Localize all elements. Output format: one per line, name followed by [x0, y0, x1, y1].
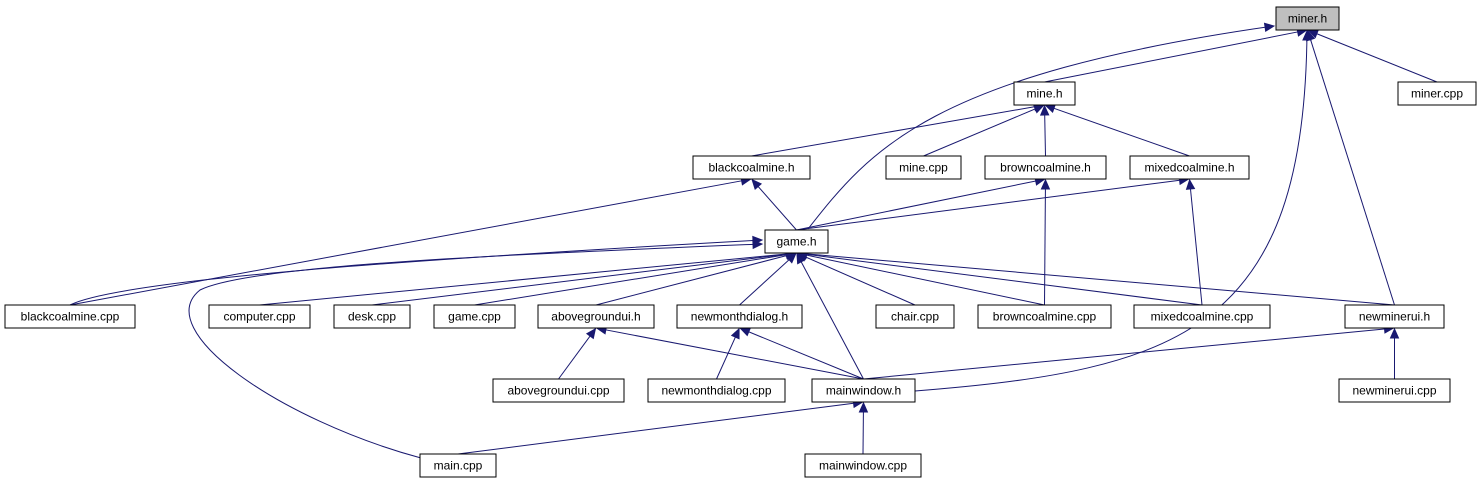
edge-arrowhead	[1263, 22, 1276, 33]
node-blackcoalmine-cpp[interactable]: blackcoalmine.cpp	[4, 304, 136, 329]
edge-mine_h-to-miner_h	[1044, 29, 1307, 83]
edge-blackcoalmine_cpp-to-game_h	[69, 239, 763, 306]
svg-text:browncoalmine.cpp: browncoalmine.cpp	[993, 310, 1097, 324]
node-abovegroundui-h[interactable]: abovegroundui.h	[537, 304, 655, 329]
edge-game_h-to-miner_h	[807, 25, 1275, 230]
edge-main_cpp-to-game_h	[188, 243, 763, 459]
edge-arrowhead	[858, 401, 869, 413]
svg-text:game.h: game.h	[776, 235, 816, 249]
edge-abovegroundui_h-to-game_h	[595, 252, 796, 306]
nodes-layer: miner.h mine.h miner.cpp blackcoalmine.h…	[4, 6, 1477, 478]
node-newminerui-h[interactable]: newminerui.h	[1344, 304, 1445, 329]
svg-text:abovegroundui.h: abovegroundui.h	[551, 310, 640, 324]
node-browncoalmine-cpp[interactable]: browncoalmine.cpp	[977, 304, 1112, 329]
node-newmonthdialog-h[interactable]: newmonthdialog.h	[676, 304, 803, 329]
svg-text:abovegroundui.cpp: abovegroundui.cpp	[507, 384, 609, 398]
node-mixedcoalmine-h[interactable]: mixedcoalmine.h	[1129, 155, 1250, 180]
edge-blackcoalmine_h-to-mine_h	[751, 104, 1044, 157]
node-game-h[interactable]: game.h	[764, 229, 829, 254]
edge-arrowhead	[1039, 104, 1050, 116]
node-abovegroundui-cpp[interactable]: abovegroundui.cpp	[492, 378, 625, 403]
svg-text:computer.cpp: computer.cpp	[223, 310, 295, 324]
svg-text:newmonthdialog.h: newmonthdialog.h	[691, 310, 788, 324]
node-mine-cpp[interactable]: mine.cpp	[885, 155, 962, 180]
svg-text:mine.h: mine.h	[1026, 87, 1062, 101]
svg-text:blackcoalmine.cpp: blackcoalmine.cpp	[21, 310, 120, 324]
edge-mine_cpp-to-mine_h	[923, 104, 1044, 157]
node-mainwindow-h[interactable]: mainwindow.h	[811, 378, 916, 403]
svg-text:browncoalmine.h: browncoalmine.h	[1000, 161, 1091, 175]
edge-abovegroundui_cpp-to-abovegroundui_h	[558, 328, 596, 380]
edge-game_h-to-mixedcoalmine_h	[796, 178, 1189, 231]
svg-text:miner.h: miner.h	[1288, 12, 1327, 26]
edge-arrowhead	[739, 327, 752, 337]
edge-browncoalmine_cpp-to-game_h	[797, 252, 1045, 306]
edge-arrowhead	[1185, 178, 1196, 190]
edge-mixedcoalmine_cpp-to-game_h	[797, 252, 1203, 306]
node-mixedcoalmine-cpp[interactable]: mixedcoalmine.cpp	[1133, 304, 1271, 329]
edge-arrowhead	[796, 252, 806, 265]
edge-miner_cpp-to-miner_h	[1308, 29, 1438, 83]
edge-desk_cpp-to-game_h	[371, 252, 796, 306]
edge-newminerui_h-to-game_h	[797, 252, 1395, 306]
node-newmonthdialog-cpp[interactable]: newmonthdialog.cpp	[647, 378, 786, 403]
edge-blackcoalmine_cpp-to-blackcoalmine_h	[69, 178, 751, 306]
svg-text:desk.cpp: desk.cpp	[348, 310, 396, 324]
svg-text:game.cpp: game.cpp	[448, 310, 501, 324]
edge-chair_cpp-to-game_h	[797, 252, 916, 306]
edge-game_cpp-to-game_h	[474, 252, 796, 306]
edge-mainwindow_h-to-newmonthdialog_h	[740, 327, 864, 380]
edge-mainwindow_h-to-game_h	[796, 253, 864, 380]
svg-text:mainwindow.h: mainwindow.h	[826, 384, 901, 398]
edge-newmonthdialog_h-to-game_h	[739, 253, 797, 306]
svg-text:miner.cpp: miner.cpp	[1411, 87, 1463, 101]
node-main-cpp[interactable]: main.cpp	[419, 453, 497, 478]
svg-text:mixedcoalmine.h: mixedcoalmine.h	[1144, 161, 1234, 175]
edge-mainwindow_h-to-miner_h	[914, 30, 1308, 392]
edge-mixedcoalmine_h-to-mine_h	[1045, 104, 1190, 157]
edge-mixedcoalmine_cpp-to-mixedcoalmine_h	[1189, 179, 1203, 306]
edge-arrowhead	[585, 327, 597, 340]
node-newminerui-cpp[interactable]: newminerui.cpp	[1338, 378, 1451, 403]
edge-arrowhead	[1302, 29, 1312, 41]
svg-text:main.cpp: main.cpp	[434, 459, 483, 473]
edge-main_cpp-to-mainwindow_h	[457, 401, 863, 455]
svg-text:mainwindow.cpp: mainwindow.cpp	[819, 459, 907, 473]
node-miner-h: miner.h	[1275, 6, 1340, 31]
node-mine-h[interactable]: mine.h	[1013, 81, 1076, 106]
svg-text:mixedcoalmine.cpp: mixedcoalmine.cpp	[1151, 310, 1254, 324]
edge-browncoalmine_cpp-to-browncoalmine_h	[1044, 179, 1046, 306]
edge-computer_cpp-to-game_h	[259, 252, 796, 306]
svg-text:chair.cpp: chair.cpp	[891, 310, 939, 324]
node-desk-cpp[interactable]: desk.cpp	[333, 304, 411, 329]
node-browncoalmine-h[interactable]: browncoalmine.h	[984, 155, 1107, 180]
edge-mainwindow_h-to-newminerui_h	[863, 327, 1394, 380]
node-game-cpp[interactable]: game.cpp	[433, 304, 516, 329]
edge-game_h-to-blackcoalmine_h	[751, 179, 797, 231]
edge-arrowhead	[785, 252, 797, 264]
node-chair-cpp[interactable]: chair.cpp	[875, 304, 955, 329]
svg-text:blackcoalmine.h: blackcoalmine.h	[708, 161, 794, 175]
svg-text:mine.cpp: mine.cpp	[899, 161, 948, 175]
node-blackcoalmine-h[interactable]: blackcoalmine.h	[692, 155, 811, 180]
edge-arrowhead	[752, 239, 764, 250]
node-computer-cpp[interactable]: computer.cpp	[208, 304, 311, 329]
edge-arrowhead	[751, 178, 763, 191]
edge-mainwindow_h-to-abovegroundui_h	[596, 327, 864, 380]
edge-game_h-to-browncoalmine_h	[796, 178, 1045, 231]
node-miner-cpp[interactable]: miner.cpp	[1397, 81, 1477, 106]
svg-text:newminerui.cpp: newminerui.cpp	[1352, 384, 1436, 398]
edge-arrowhead	[730, 327, 740, 340]
edge-arrowhead	[1389, 327, 1400, 339]
svg-text:newmonthdialog.cpp: newmonthdialog.cpp	[661, 384, 771, 398]
node-mainwindow-cpp[interactable]: mainwindow.cpp	[804, 453, 922, 478]
svg-text:newminerui.h: newminerui.h	[1359, 310, 1430, 324]
edge-newminerui_h-to-miner_h	[1307, 30, 1395, 306]
edge-arrowhead	[1040, 178, 1051, 190]
